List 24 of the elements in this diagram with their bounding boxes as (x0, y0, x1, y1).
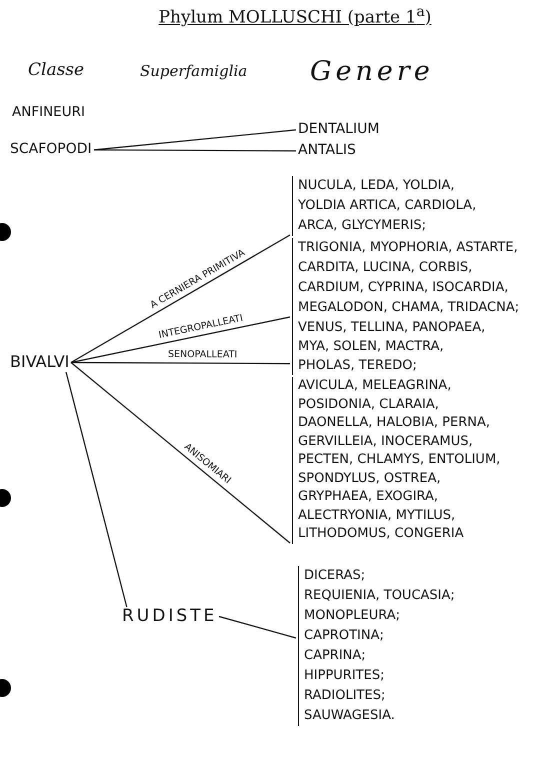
genus-list: DICERAS; REQUIENIA, TOUCASIA; MONOPLEURA; CAPROTINA; CAPRINA; HIPPURITES; RADIOLITES; SAUWAGESIA. (304, 566, 455, 726)
title: Phylum MOLLUSCHI (parte 1$^{a}$) (158, 4, 432, 28)
connector-line (70, 234, 290, 364)
taxon-name: ANTALIS (298, 142, 356, 158)
taxon-name: RUDISTE (122, 606, 218, 626)
connector-line (70, 362, 290, 544)
class-name: ANFINEURI (12, 104, 85, 120)
edge-label: SENOPALLEATI (168, 348, 238, 360)
column-heading: Genere (310, 56, 434, 87)
connector-line (65, 372, 128, 608)
connector-line (218, 616, 296, 639)
genus-list: NUCULA, LEDA, YOLDIA, YOLDIA ARTICA, CARDIOLA, ARCA, GLYCYMERIS; (298, 176, 476, 236)
column-heading: Superfamiglia (140, 62, 248, 80)
genus-list: AVICULA, MELEAGRINA, POSIDONIA, CLARAIA, DAONELLA, HALOBIA, PERNA, GERVILLEIA, INOCERAMUS, PECTEN, CHLAMYS, ENTOLIUM, SPONDYLUS, OSTREA, GRYPHAEA, EXOGIRA, ALECTRYONIA, MYTILUS, LITHODOMUS, CONGERIA (298, 377, 500, 544)
taxon-name: DENTALIUM (298, 121, 380, 137)
taxon-name: SCAFOPODI (10, 141, 92, 157)
genus-list: TRIGONIA, MYOPHORIA, ASTARTE, CARDITA, LUCINA, CORBIS, CARDIUM, CYPRINA, ISOCARDIA, MEGALODON, CHAMA, TRIDACNA; (298, 238, 520, 318)
genus-list: VENUS, TELLINA, PANOPAEA, MYA, SOLEN, MACTRA, PHOLAS, TEREDO; (298, 318, 486, 375)
connector-line (70, 316, 290, 364)
connector-line (94, 129, 296, 150)
taxon-name: BIVALVI (10, 352, 70, 371)
column-heading: Classe (28, 60, 84, 80)
connector-line (94, 149, 296, 152)
connector-line (71, 362, 290, 364)
